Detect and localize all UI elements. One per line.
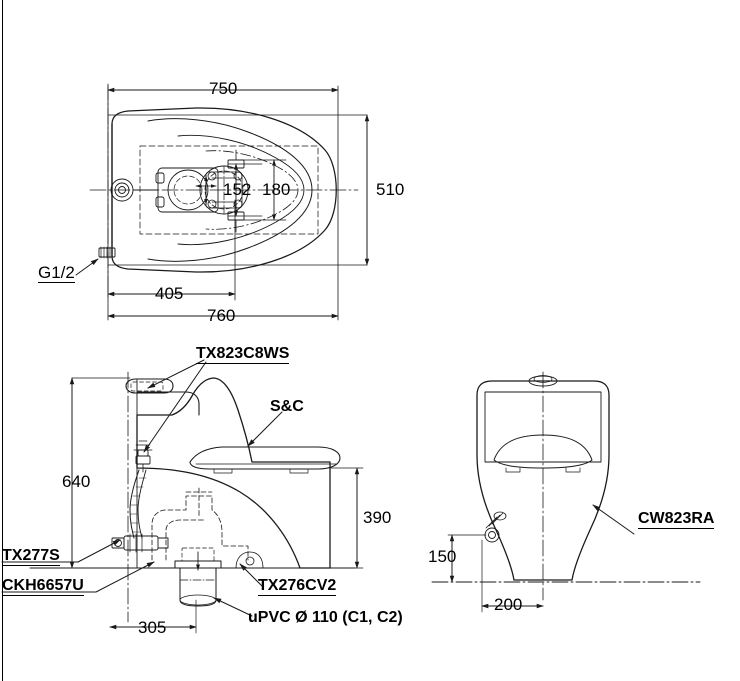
plan-g12-label: G1/2 [38,263,75,283]
plan-view-group [75,83,370,321]
plan-dim-180-label: 180 [262,180,291,199]
side-seat-cover [189,446,341,474]
front-flush-button [528,375,558,387]
plan-rim-outline [147,118,313,262]
side-body-outline [136,377,331,569]
leader-tx823c8ws-a [147,359,205,389]
side-supply-hose [129,469,140,539]
dim-180 [239,159,287,221]
dim-640 [59,377,131,569]
dim-390 [329,467,364,569]
label-tx823c8ws: TX823C8WS [196,345,290,364]
side-floor-outlet [174,547,222,607]
label-sc: S&C [270,398,304,415]
label-ckh6657u: CKH6657U [2,577,84,596]
plan-body-outline [111,107,337,273]
side-trapway-hidden [151,487,249,561]
plan-flush-mechanism [110,165,249,215]
plan-dim-152-label: 152 [223,180,252,199]
dim-200 [481,539,544,613]
leader-upvc [213,597,253,617]
side-dim-640-label: 640 [62,472,91,491]
front-dim-150-label: 150 [428,547,457,566]
side-flange-detail [235,551,264,569]
side-view-group [1,359,364,634]
plan-bowl-opening [205,150,299,230]
front-seat-cover [493,434,593,473]
plan-small-dims [195,175,217,205]
front-body-outline [476,380,610,581]
plan-extension-lines [107,85,368,321]
plan-dim-750-label: 750 [209,79,238,98]
g12-leader [75,258,99,276]
label-tx277s: TX277S [2,547,60,566]
leader-sc [247,411,283,447]
dim-152 [227,163,263,217]
sheet-left-border [2,0,3,681]
side-dim-305-label: 305 [138,618,167,637]
plan-dim-405-label: 405 [155,284,184,303]
side-dim-390-label: 390 [363,508,392,527]
label-upvc: uPVC Ø 110 (C1, C2) [248,609,403,626]
plan-supply-nipple [98,246,116,259]
label-cw823ra: CW823RA [638,510,715,529]
front-dim-200-label: 200 [494,595,523,614]
leader-tx276cv2 [239,563,263,587]
front-angle-valve [484,511,507,543]
hose-corrugation [129,477,147,533]
leader-cw823ra [592,504,635,535]
plan-dim-510-label: 510 [376,180,405,199]
plan-dim-760-label: 760 [207,306,236,325]
leader-ckh6657u [95,561,155,593]
plan-inner-outline [177,134,305,246]
side-angle-valve [111,533,169,553]
leader-tx277s [77,539,121,563]
front-tank-box [484,391,602,463]
label-tx276cv2: TX276CV2 [258,577,337,596]
side-tank [125,378,200,416]
dim-150 [447,534,487,583]
leader-tx823c8ws-b [143,361,207,453]
front-view-group [431,371,701,613]
